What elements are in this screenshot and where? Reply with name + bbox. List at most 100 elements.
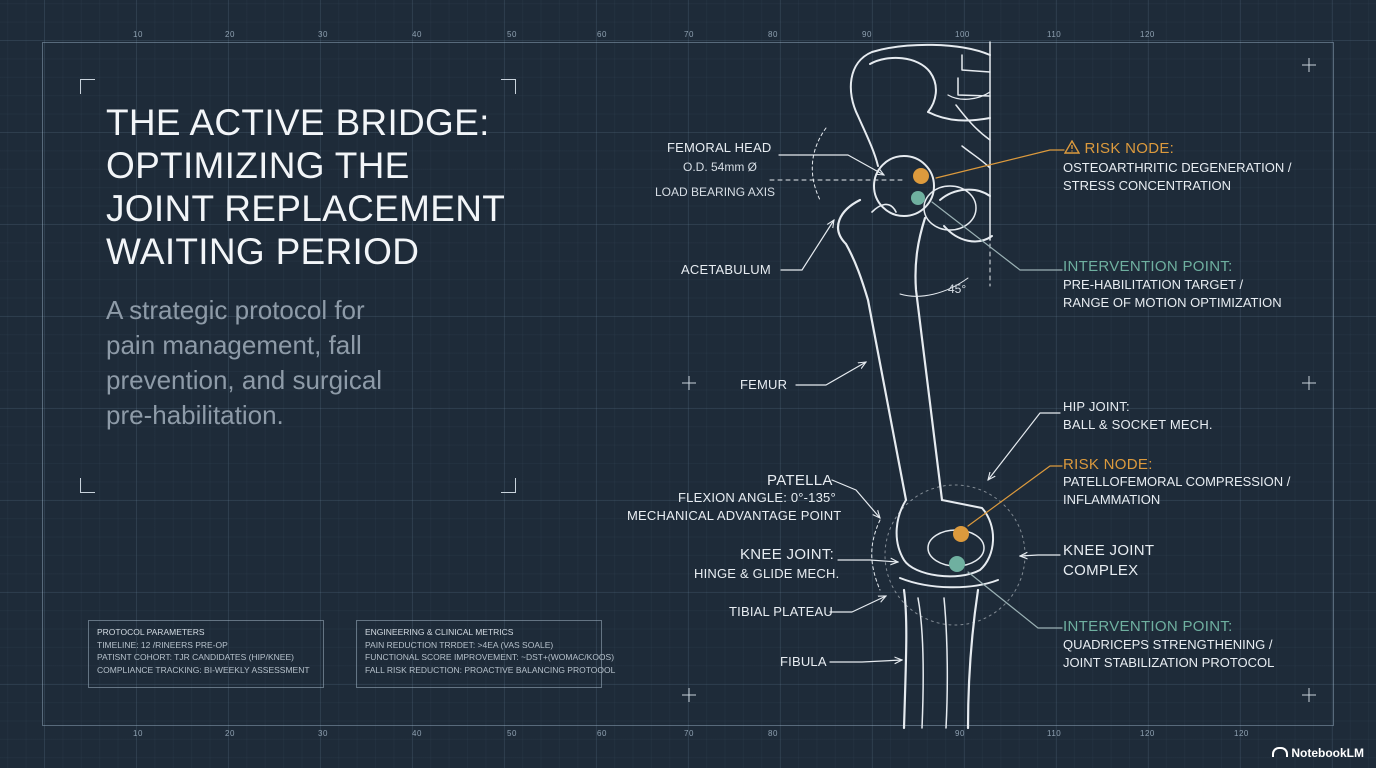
- metrics-line: PAIN REDUCTION TRRDET: >4EA (VAS SOALE): [365, 639, 554, 650]
- ruler-tick-label: 50: [507, 30, 517, 39]
- engineering-metrics-box: ENGINEERING & CLINICAL METRICS PAIN REDU…: [356, 620, 616, 688]
- knee-joint-leader: [837, 560, 898, 562]
- protocol-heading: PROTOCOL PARAMETERS: [97, 627, 205, 637]
- description-line: INFLAMMATION: [1063, 492, 1161, 507]
- ruler-tick-label: 110: [1047, 729, 1062, 738]
- protocol-parameters-box: PROTOCOL PARAMETERS TIMELINE: 12 /RINEER…: [88, 620, 324, 688]
- ruler-tick-label: 50: [507, 729, 517, 738]
- protocol-line: PATISNT COHORT: TJR CANDIDATES (HIP/KNEE…: [97, 652, 294, 662]
- description-line: JOINT STABILIZATION PROTOCOL: [1063, 655, 1275, 670]
- knee-complex-line: KNEE JOINT: [1063, 542, 1155, 559]
- metrics-line: FALL RISK REDUCTION: PROACTIVE BALANCING…: [365, 664, 616, 675]
- risk-node-hip-callout: RISK NODE:: [1063, 139, 1174, 158]
- title-line: WAITING PERIOD: [106, 231, 420, 272]
- ruler-tick-label: 110: [1047, 30, 1062, 39]
- ruler-tick-label: 120: [1140, 729, 1155, 738]
- notebooklm-watermark: NotebookLM: [1272, 746, 1364, 760]
- brand-label: NotebookLM: [1291, 746, 1364, 760]
- ruler-tick-label: 20: [225, 30, 235, 39]
- title-line: JOINT REPLACEMENT: [106, 188, 506, 229]
- intervention-knee-leader: [967, 571, 1063, 629]
- tibial-plateau-label: TIBIAL PLATEAU: [729, 604, 833, 619]
- ruler-tick-label: 90: [955, 729, 965, 738]
- tibial-leader: [829, 595, 886, 613]
- hip-joint-leader: [988, 412, 1061, 480]
- knee-arc: [871, 519, 881, 591]
- protocol-line: COMPLIANCE TRACKING: BI-WEEKLY ASSESSMEN…: [97, 664, 310, 675]
- intervention-hip-leader: [931, 201, 1063, 271]
- flexion-arc: [811, 127, 827, 201]
- intervention-hip-description: PRE-HABILITATION TARGET / RANGE OF MOTIO…: [1063, 276, 1282, 312]
- acetabulum-label: ACETABULUM: [681, 262, 771, 277]
- intervention-hip-title: INTERVENTION POINT:: [1063, 258, 1233, 275]
- ruler-tick-label: 10: [133, 729, 143, 738]
- ruler-tick-label: 60: [597, 30, 607, 39]
- intervention-node-knee: [949, 556, 965, 572]
- ball-socket-label: BALL & SOCKET MECH.: [1063, 417, 1213, 432]
- femur-label: FEMUR: [740, 377, 788, 392]
- crosshair-markers: [682, 58, 1316, 702]
- subtitle-line: pre-habilitation.: [106, 400, 284, 430]
- title-line: OPTIMIZING THE: [106, 145, 410, 186]
- description-line: RANGE OF MOTION OPTIMIZATION: [1063, 295, 1282, 310]
- femur-leader: [795, 362, 866, 386]
- ruler-tick-label: 30: [318, 729, 328, 738]
- ruler-tick-label: 90: [862, 30, 872, 39]
- mechanical-advantage-label: MECHANICAL ADVANTAGE POINT: [627, 508, 842, 523]
- ruler-tick-label: 80: [768, 30, 778, 39]
- ruler-tick-label: 40: [412, 729, 422, 738]
- risk-node-knee: [953, 526, 969, 542]
- subtitle-line: pain management, fall: [106, 330, 362, 360]
- intervention-knee-title: INTERVENTION POINT:: [1063, 618, 1233, 635]
- ruler-tick-label: 120: [1234, 729, 1249, 738]
- femur: [836, 198, 944, 502]
- risk-node-knee-description: PATELLOFEMORAL COMPRESSION / INFLAMMATIO…: [1063, 473, 1290, 509]
- panel-corner: [80, 79, 95, 94]
- angle-label: 45°: [948, 282, 967, 296]
- ruler-tick-label: 100: [955, 30, 970, 39]
- tibia-fibula: [902, 588, 980, 730]
- femoral-head-outline: [873, 155, 935, 217]
- fibula-leader: [829, 660, 902, 662]
- ruler-tick-label: 70: [684, 30, 694, 39]
- ruler-tick-label: 40: [412, 30, 422, 39]
- panel-corner: [501, 478, 516, 493]
- description-line: QUADRICEPS STRENGTHENING /: [1063, 637, 1273, 652]
- intervention-node-hip: [911, 191, 925, 205]
- description-line: STRESS CONCENTRATION: [1063, 178, 1232, 193]
- ruler-tick-label: 120: [1140, 30, 1155, 39]
- risk-node-hip-description: OSTEOARTHRITIC DEGENERATION / STRESS CON…: [1063, 159, 1291, 195]
- acetabulum-leader: [780, 220, 834, 271]
- knee: [895, 499, 999, 589]
- page-subtitle: A strategic protocol for pain management…: [106, 293, 436, 433]
- subtitle-line: prevention, and surgical: [106, 365, 383, 395]
- warning-icon: [1063, 139, 1081, 154]
- hinge-glide-label: HINGE & GLIDE MECH.: [694, 566, 840, 581]
- outer-diameter-label: O.D. 54mm Ø: [683, 160, 758, 174]
- fibula-label: FIBULA: [780, 654, 827, 669]
- page-title: THE ACTIVE BRIDGE: OPTIMIZING THE JOINT …: [106, 101, 505, 273]
- panel-corner: [501, 79, 516, 94]
- hip-joint-label: HIP JOINT:: [1063, 399, 1130, 414]
- risk-node-hip: [913, 168, 929, 184]
- knee-complex-leader: [1020, 555, 1061, 556]
- knee-complex-line: COMPLEX: [1063, 562, 1139, 579]
- ruler-tick-label: 80: [768, 729, 778, 738]
- femoral-head-label: FEMORAL HEAD: [667, 140, 772, 155]
- femoral-head-leader: [778, 154, 884, 175]
- ruler-tick-label: 60: [597, 729, 607, 738]
- load-axis-label: LOAD BEARING AXIS: [655, 185, 776, 199]
- description-line: PRE-HABILITATION TARGET /: [1063, 277, 1244, 292]
- spine: [955, 41, 991, 241]
- flexion-angle-label: FLEXION ANGLE: 0°-135°: [678, 490, 836, 505]
- knee-complex-label: KNEE JOINT COMPLEX: [1063, 541, 1154, 581]
- angle-arc: [899, 277, 969, 297]
- ruler-tick-label: 70: [684, 729, 694, 738]
- intervention-knee-description: QUADRICEPS STRENGTHENING / JOINT STABILI…: [1063, 636, 1274, 672]
- title-panel: THE ACTIVE BRIDGE: OPTIMIZING THE JOINT …: [80, 79, 516, 493]
- subtitle-line: A strategic protocol for: [106, 295, 365, 325]
- knee-joint-label: KNEE JOINT:: [740, 546, 835, 563]
- risk-hip-leader: [935, 149, 1065, 179]
